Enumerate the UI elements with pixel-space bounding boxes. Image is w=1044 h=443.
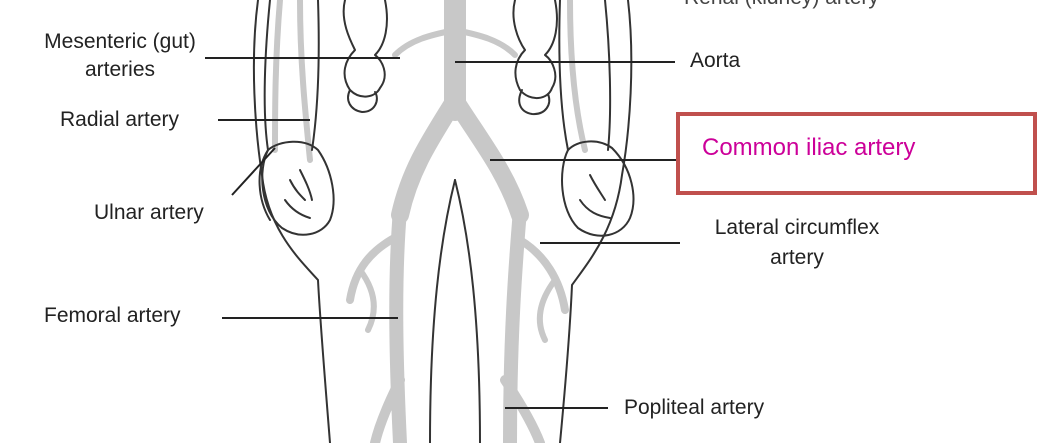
left-femoral-vessel bbox=[396, 210, 400, 443]
right-iliac-vessel bbox=[455, 100, 520, 215]
lateral-circumflex-label-line1: Lateral circumflex bbox=[682, 214, 912, 242]
left-iliac-vessel bbox=[400, 100, 455, 215]
lateral-circumflex-label-line2: artery bbox=[682, 244, 912, 272]
common-iliac-label: Common iliac artery bbox=[702, 134, 915, 162]
radial-vessel bbox=[300, 0, 310, 160]
radial-artery-label: Radial artery bbox=[60, 106, 179, 134]
mesenteric-label-line1: Mesenteric (gut) bbox=[40, 28, 200, 56]
ulnar-vessel bbox=[275, 0, 280, 150]
aorta-label: Aorta bbox=[690, 47, 740, 75]
ulnar-leader bbox=[232, 148, 275, 195]
ulnar-artery-label: Ulnar artery bbox=[94, 199, 204, 227]
renal-artery-label: Renal (kidney) artery bbox=[684, 0, 879, 12]
artery-network bbox=[275, 0, 585, 443]
common-iliac-highlight-box: Common iliac artery bbox=[676, 112, 1037, 195]
popliteal-artery-label: Popliteal artery bbox=[624, 394, 764, 422]
femoral-artery-label: Femoral artery bbox=[44, 302, 181, 330]
body-contours bbox=[254, 0, 634, 443]
mesenteric-label-line2: arteries bbox=[40, 56, 200, 84]
